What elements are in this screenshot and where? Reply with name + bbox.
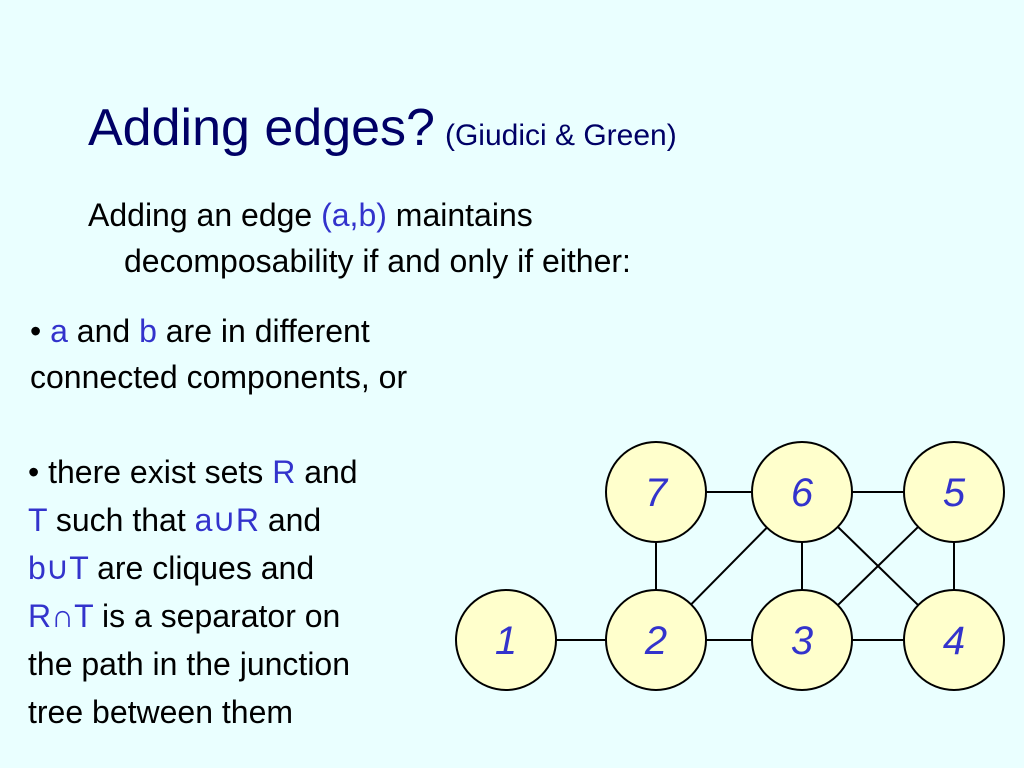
intro-line-2: decomposability if and only if either: [124, 243, 631, 279]
bullet2-line-6: tree between them [28, 694, 294, 730]
node-label-2: 2 [644, 619, 667, 663]
node-label-3: 3 [791, 619, 813, 663]
bullet2-a-union-r: a∪R [194, 502, 259, 538]
node-7: 7 [605, 441, 707, 543]
bullet2-text-5: are cliques and [88, 550, 315, 586]
node-5: 5 [903, 441, 1005, 543]
node-circle-4 [903, 589, 1005, 691]
bullet1-line-2: connected components, or [30, 359, 408, 395]
bullet2-text-1: • there exist sets [28, 454, 273, 490]
title-main: Adding edges? [88, 99, 435, 157]
node-circle-5 [903, 441, 1005, 543]
intro-text-post: maintains [386, 197, 533, 233]
node-label-1: 1 [495, 619, 517, 663]
node-2: 2 [605, 589, 707, 691]
bullet1-marker: • [30, 313, 51, 349]
node-circle-3 [751, 589, 853, 691]
graph-edges [506, 491, 955, 641]
graph-nodes: 7 6 5 1 2 3 4 [455, 441, 1005, 691]
node-circle-6 [751, 441, 853, 543]
bullet2-text-3: such that [46, 502, 195, 538]
bullet-different-components: • a and b are in different connected com… [30, 308, 550, 400]
bullet2-line-4: R∩T is a separator on [28, 592, 458, 640]
intro-line-1: Adding an edge (a,b) maintains [88, 192, 788, 238]
bullet2-line-5: the path in the junction [28, 646, 351, 682]
node-label-7: 7 [645, 471, 669, 515]
node-circle-1 [455, 589, 557, 691]
slide-title: Adding edges? (Giudici & Green) [88, 98, 677, 158]
node-6: 6 [751, 441, 853, 543]
bullet1-line-1: • a and b are in different [30, 308, 550, 354]
bullet-cliques-separator: • there exist sets R and T such that a∪R… [28, 448, 458, 736]
bullet2-text-2: and [295, 454, 358, 490]
bullet1-and: and [67, 313, 140, 349]
bullet2-set-r: R [272, 454, 296, 490]
bullet1-b: b [139, 313, 157, 349]
node-label-6: 6 [791, 471, 814, 515]
node-1: 1 [455, 589, 557, 691]
bullet2-text-6: is a separator on [93, 598, 341, 634]
intro-text: Adding an edge (a,b) maintains decomposa… [88, 192, 788, 284]
node-4: 4 [903, 589, 1005, 691]
bullet2-set-t: T [28, 502, 47, 538]
bullet2-line-2: T such that a∪R and [28, 496, 458, 544]
bullet2-line-1: • there exist sets R and [28, 448, 458, 496]
edge-ab-highlight: (a,b) [321, 197, 387, 233]
node-circle-2 [605, 589, 707, 691]
bullet2-b-union-t: b∪T [28, 550, 89, 586]
bullet1-rest-1: are in different [156, 313, 370, 349]
node-circle-7 [605, 441, 707, 543]
node-label-4: 4 [943, 619, 965, 663]
intro-text-pre: Adding an edge [88, 197, 322, 233]
bullet2-r-intersect-t: R∩T [28, 598, 94, 634]
graph-diagram: 7 6 5 1 2 3 4 [455, 441, 1005, 691]
bullet1-a: a [50, 313, 68, 349]
node-label-5: 5 [943, 471, 966, 515]
title-subtitle: (Giudici & Green) [444, 119, 677, 152]
bullet2-line-3: b∪T are cliques and [28, 544, 458, 592]
node-3: 3 [751, 589, 853, 691]
bullet2-text-4: and [258, 502, 322, 538]
